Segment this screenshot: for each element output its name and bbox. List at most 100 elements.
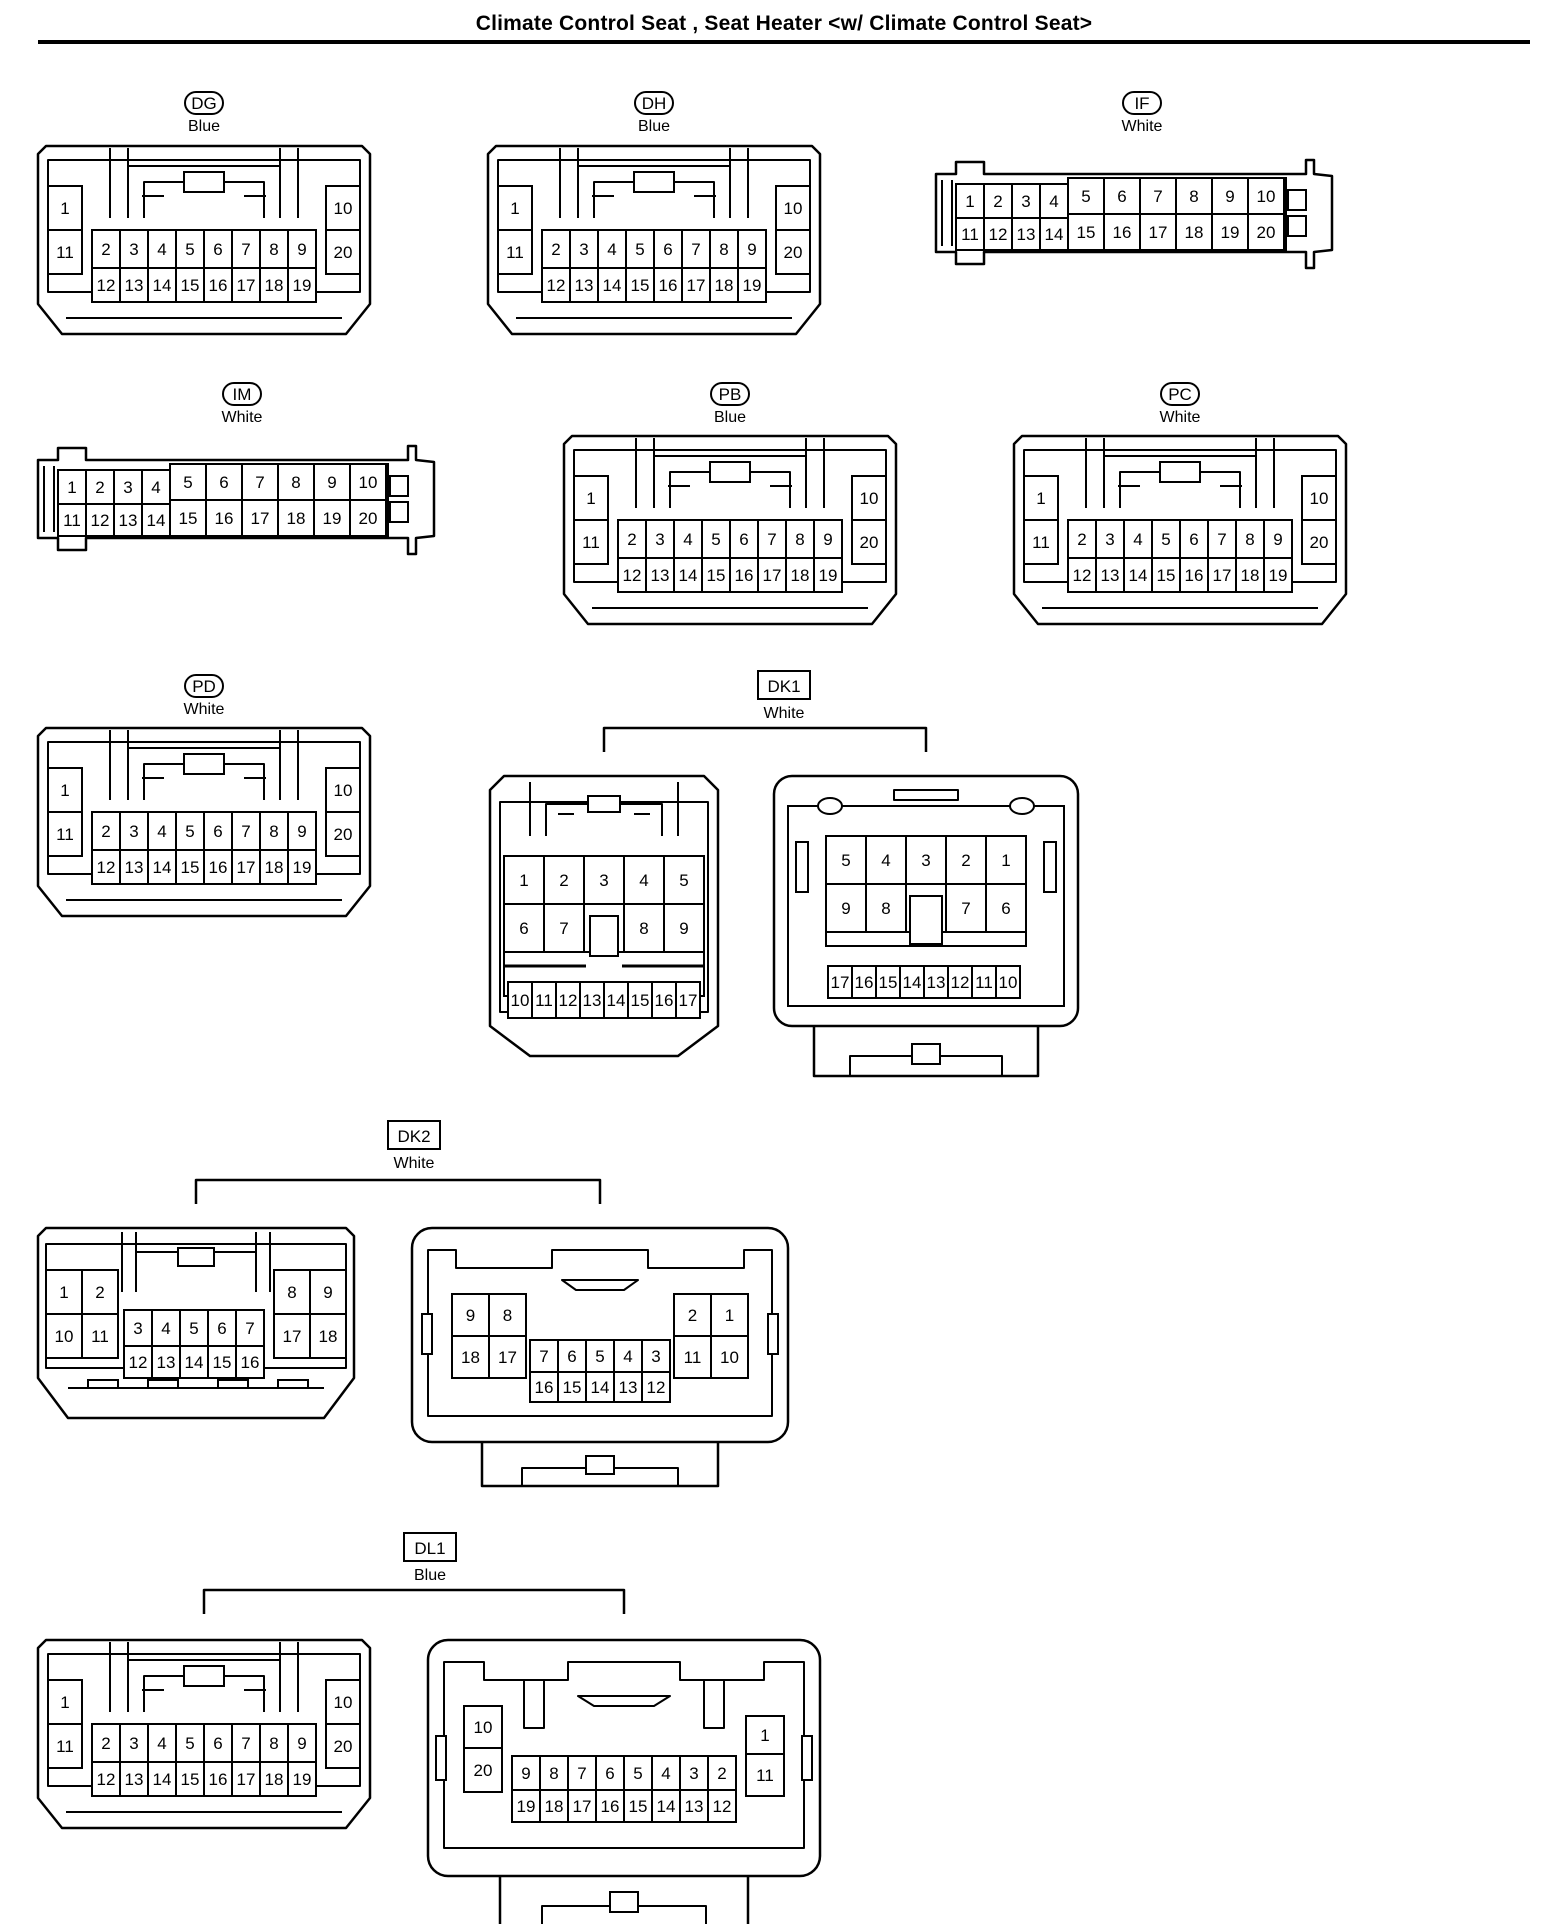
pin-number: 10 — [334, 199, 353, 218]
pin-number: 13 — [1101, 566, 1120, 585]
pin-number: 17 — [498, 1348, 517, 1367]
pin-cell — [231, 1723, 261, 1763]
pin-number: 10 — [860, 489, 879, 508]
pin-number: 20 — [334, 1737, 353, 1756]
pin-number: 5 — [185, 822, 194, 841]
pin-number: 10 — [1257, 187, 1276, 206]
pin-cell — [179, 1309, 209, 1347]
pin-number: 18 — [265, 858, 284, 877]
pin-number: 1 — [59, 1283, 68, 1302]
side-rib — [435, 1735, 447, 1781]
pin-number: 6 — [213, 240, 222, 259]
connector-color: Blue — [188, 118, 220, 135]
pin-number: 1 — [1001, 851, 1010, 870]
connector-housing — [410, 1226, 790, 1444]
pin-number: 15 — [631, 991, 650, 1010]
pin-cell — [1151, 557, 1181, 593]
pin-cell — [971, 965, 997, 999]
pin-number: 7 — [245, 1319, 254, 1338]
pin-cell — [681, 229, 711, 269]
pin-number: 6 — [219, 473, 228, 492]
pin-cell — [235, 1345, 265, 1379]
pin-number: 2 — [101, 822, 110, 841]
pin-cell — [543, 903, 585, 953]
pin-number: 18 — [1241, 566, 1260, 585]
pin-number: 19 — [293, 276, 312, 295]
pin-number: 6 — [1189, 530, 1198, 549]
pin-number: 2 — [1077, 530, 1086, 549]
outline-path — [577, 165, 731, 218]
pin-cell — [123, 1309, 153, 1347]
pin-number: 17 — [1213, 566, 1232, 585]
outline-path — [577, 1695, 671, 1707]
pin-cell — [573, 475, 609, 521]
pin-cell — [813, 519, 843, 559]
pin-number: 18 — [545, 1797, 564, 1816]
pin-number: 11 — [975, 973, 993, 992]
pin-number: 12 — [129, 1353, 148, 1372]
pin-cell — [707, 1789, 737, 1823]
pin-cell — [47, 811, 83, 857]
pin-number: 18 — [319, 1327, 338, 1346]
pin-cell — [203, 229, 233, 269]
pin-number: 12 — [647, 1378, 666, 1397]
pin-number: 3 — [123, 478, 132, 497]
pin-number: 4 — [1049, 192, 1058, 211]
pin-number: 1 — [965, 192, 974, 211]
pin-cell — [1175, 177, 1213, 215]
pin-cell — [745, 1715, 785, 1755]
pin-cell — [1247, 177, 1285, 215]
pin-number: 14 — [153, 858, 172, 877]
pin-cell — [179, 1345, 209, 1379]
pin-cell — [45, 1269, 83, 1315]
connector-color: White — [222, 409, 263, 426]
pin-number: 9 — [323, 1283, 332, 1302]
pin-number: 19 — [819, 566, 838, 585]
pin-number: 9 — [1273, 530, 1282, 549]
pin-number: 15 — [179, 509, 198, 528]
side-tab — [1287, 189, 1307, 211]
pin-number: 7 — [559, 919, 568, 938]
pin-number: 15 — [563, 1378, 582, 1397]
pin-number: 8 — [1245, 530, 1254, 549]
pin-cell — [613, 1371, 643, 1403]
pin-number: 5 — [841, 851, 850, 870]
pin-cell — [47, 1679, 83, 1725]
outline-path — [427, 1249, 773, 1417]
pin-number: 15 — [181, 858, 200, 877]
pin-number: 5 — [595, 1347, 604, 1366]
side-rib — [801, 1735, 813, 1781]
pin-number: 16 — [241, 1353, 260, 1372]
connector-housing — [1012, 434, 1348, 626]
connector-code-oval — [222, 382, 262, 406]
pin-cell — [627, 981, 653, 1019]
outline-path — [109, 1642, 129, 1712]
connector-code-box — [387, 1120, 441, 1150]
outline-path — [127, 747, 281, 800]
pin-number: 20 — [784, 243, 803, 262]
pin-number: 18 — [791, 566, 810, 585]
pin-number: 17 — [573, 1797, 592, 1816]
outline-path — [127, 1659, 281, 1712]
pin-number: 1 — [60, 781, 69, 800]
pin-number: 10 — [784, 199, 803, 218]
lock-tab — [911, 1043, 941, 1065]
pin-cell — [729, 519, 759, 559]
pin-number: 10 — [334, 1693, 353, 1712]
pin-cell — [579, 981, 605, 1019]
pin-cell — [287, 811, 317, 851]
pin-number: 11 — [63, 511, 81, 530]
pin-number: 15 — [181, 276, 200, 295]
pin-cell — [287, 849, 317, 885]
pin-number: 17 — [283, 1327, 302, 1346]
pin-cell — [175, 811, 205, 851]
pin-number: 17 — [679, 991, 698, 1010]
outline-path — [127, 165, 281, 218]
pin-number: 8 — [269, 1734, 278, 1753]
pin-cell — [287, 1761, 317, 1797]
side-rib — [1043, 841, 1057, 893]
lock-tab — [609, 1891, 639, 1913]
